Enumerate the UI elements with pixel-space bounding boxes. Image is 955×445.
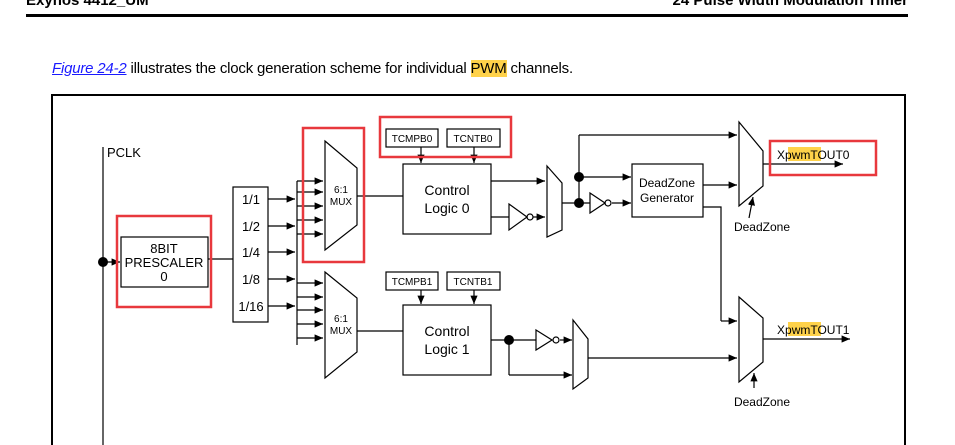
deadzone0-label: DeadZone bbox=[734, 220, 790, 234]
tcntb1-label: TCNTB1 bbox=[454, 277, 493, 288]
mux1 bbox=[324, 270, 358, 380]
deadzone-gen-label: DeadZone bbox=[639, 176, 695, 190]
prescaler-label: PRESCALER bbox=[125, 255, 204, 270]
header-left: Exynos 4412_UM bbox=[26, 0, 149, 9]
control-logic-1 bbox=[402, 304, 492, 376]
divider-label: 1/4 bbox=[242, 245, 260, 260]
highlight-pwm-1 bbox=[788, 322, 821, 336]
control1-label: Control bbox=[424, 323, 469, 339]
tcntb0-label: TCNTB0 bbox=[454, 134, 493, 145]
xpwmtout1-label: XpwmTOUT1 bbox=[777, 323, 850, 337]
prescaler-box bbox=[120, 236, 209, 288]
divider-label: 1/16 bbox=[238, 299, 263, 314]
figure-link[interactable]: Figure 24-2 bbox=[52, 60, 127, 77]
annotations bbox=[115, 115, 878, 309]
mux0-label: MUX bbox=[330, 197, 353, 208]
frame bbox=[51, 94, 906, 445]
paragraph: Figure 24-2 illustrates the clock genera… bbox=[52, 60, 573, 77]
control0-label: Logic 0 bbox=[424, 200, 469, 216]
xpwmtout0-label: XpwmTOUT0 bbox=[777, 148, 850, 162]
deadzone-generator bbox=[631, 163, 704, 218]
small-mux-1 bbox=[572, 318, 589, 391]
divider-label: 1/8 bbox=[242, 272, 260, 287]
small-mux-0 bbox=[546, 164, 563, 238]
deadzone-gen-label: Generator bbox=[640, 191, 694, 205]
deadzone1-label: DeadZone bbox=[734, 395, 790, 409]
divider-label: 1/1 bbox=[242, 192, 260, 207]
highlight-pwm: PWM bbox=[470, 60, 507, 77]
prescaler-label: 0 bbox=[160, 269, 167, 284]
mux0-label: 6:1 bbox=[334, 185, 348, 196]
divider-label: 1/2 bbox=[242, 219, 260, 234]
output-mux-0 bbox=[738, 120, 764, 208]
tcmpb1-label: TCMPB1 bbox=[392, 277, 433, 288]
output-mux-1 bbox=[738, 295, 764, 384]
prescaler-label: 8BIT bbox=[150, 241, 178, 256]
highlight-pwm-0 bbox=[788, 147, 821, 161]
pclk-label: PCLK bbox=[107, 145, 141, 160]
paragraph-text: illustrates the clock generation scheme … bbox=[126, 60, 471, 77]
header-right: 24 Pulse Width Modulation Timer bbox=[672, 0, 908, 9]
control0-label: Control bbox=[424, 182, 469, 198]
paragraph-text-end: channels. bbox=[506, 60, 574, 77]
mux0 bbox=[324, 139, 358, 252]
control1-label: Logic 1 bbox=[424, 341, 469, 357]
tcmpb0-label: TCMPB0 bbox=[392, 134, 433, 145]
mux1-label: 6:1 bbox=[334, 314, 348, 325]
divider-box bbox=[232, 186, 269, 323]
control-logic-0 bbox=[402, 163, 492, 235]
header-rule bbox=[26, 14, 908, 17]
mux1-label: MUX bbox=[330, 326, 353, 337]
